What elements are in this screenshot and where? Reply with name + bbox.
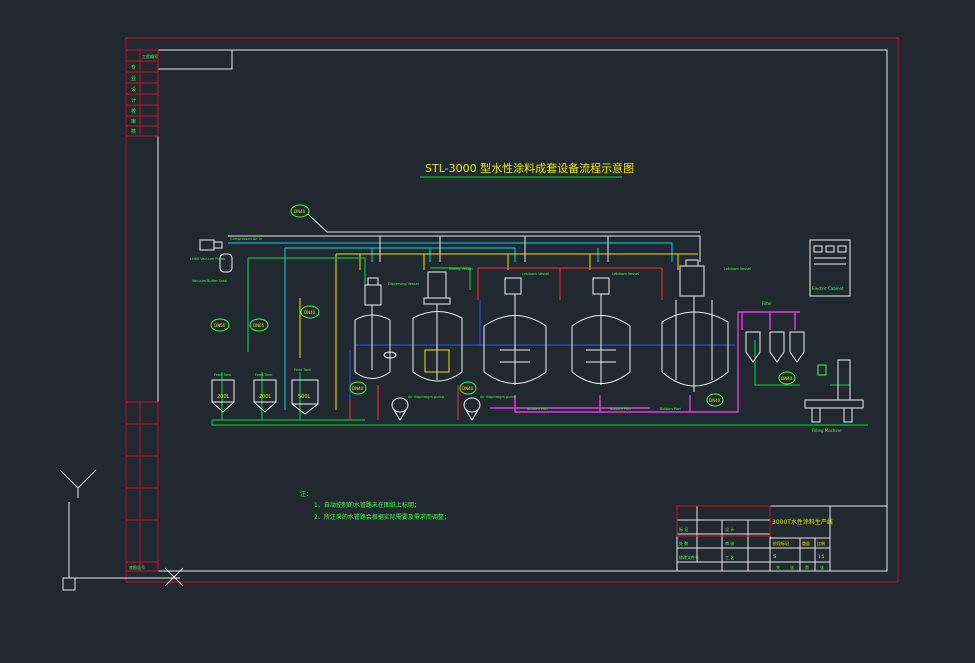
svg-text:Filter: Filter xyxy=(762,301,772,306)
svg-text:Letdown Vessel: Letdown Vessel xyxy=(612,272,639,276)
letdown-vessel-3: Letdown Vessel xyxy=(661,259,751,392)
notes-line-1: 1、自动控制的水管路未在图纸上标明； xyxy=(314,501,420,509)
vacuum-pump: LH60 Vacuum Pump xyxy=(190,239,226,261)
pipes-magenta xyxy=(490,311,800,413)
title-block-scale-1: 1:5 xyxy=(818,554,825,559)
letdown-vessel-2: Letdown Vessel xyxy=(571,272,639,385)
pipes-red xyxy=(349,267,663,420)
mixing-vessel: Mixing Vessel xyxy=(412,267,473,382)
dn-tag-dn50: DN50 xyxy=(210,318,230,332)
title-block-sheet-2: 第 xyxy=(805,564,809,570)
diaphragm-pump-2: Air diaphragm pump xyxy=(463,395,517,421)
electric-cabinet: Electric Cabinet xyxy=(809,239,851,297)
svg-text:200L: 200L xyxy=(259,394,272,400)
dn-tag-dn65: DN65 xyxy=(249,318,269,332)
svg-text:Letdown Vessel: Letdown Vessel xyxy=(724,267,751,271)
svg-text:Mixing Vessel: Mixing Vessel xyxy=(449,267,473,271)
svg-text:DN40: DN40 xyxy=(352,386,364,391)
compressed-air-label: Compressed Air In xyxy=(230,237,262,241)
svg-text:Air diaphragm pump: Air diaphragm pump xyxy=(408,395,445,399)
dn-tag-dn40-3: DN40 xyxy=(349,381,367,395)
title-block-project: 3000T水性涂料生产线 xyxy=(772,518,833,526)
svg-text:DN40: DN40 xyxy=(462,386,474,391)
side-strip-label-1: 专 xyxy=(131,64,136,71)
filling-machine: Filling Machine xyxy=(804,359,864,433)
pipes-white xyxy=(228,231,701,262)
title-block-mid-2: 工 艺 xyxy=(725,555,734,560)
title-block-mid-1: 审 核 xyxy=(725,540,734,546)
pipes-green xyxy=(211,257,868,426)
bottom-port-3: Bottom Port xyxy=(660,407,682,411)
side-strip-label-4: 计 xyxy=(131,97,136,104)
ucs-axis-icon xyxy=(59,469,184,591)
svg-text:Dispersing Vessel: Dispersing Vessel xyxy=(388,282,419,286)
side-strip-label-6: 审 xyxy=(131,118,136,125)
svg-text:DN65: DN65 xyxy=(253,323,265,328)
title-block xyxy=(676,505,888,572)
diaphragm-pump-1: Air diaphragm pump xyxy=(391,395,445,421)
vacuum-buffer-label: Vacuum Buffer Tank xyxy=(192,279,228,283)
svg-text:DN40: DN40 xyxy=(781,376,793,381)
svg-text:DN40: DN40 xyxy=(294,209,306,214)
letdown-vessel-1: Letdown Vessel xyxy=(483,272,549,385)
side-strip-label-0: 工程编号 xyxy=(142,53,158,59)
title-block-scale-0: S xyxy=(773,554,776,560)
svg-text:Electric Cabinet: Electric Cabinet xyxy=(812,286,844,291)
svg-text:Air diaphragm pump: Air diaphragm pump xyxy=(480,395,517,399)
svg-text:DN40: DN40 xyxy=(304,310,316,315)
side-strip-label-2: 业 xyxy=(131,75,136,82)
title-block-red-accent xyxy=(676,505,771,537)
notes-heading: 注： xyxy=(300,490,312,498)
svg-text:Feed Tank: Feed Tank xyxy=(255,373,273,377)
title-block-mid-0: 设 计 xyxy=(725,526,734,532)
outer-red-border xyxy=(125,37,899,583)
feed-tank-2: Feed Tank 200L xyxy=(253,373,277,413)
bottom-port-1: Bottom Port xyxy=(527,407,549,411)
pipes-cyan xyxy=(228,242,673,410)
dn-tag-dn40-1: DN40 xyxy=(290,204,328,233)
dn-tag-dn40-2: DN40 xyxy=(300,305,320,319)
svg-text:DN50: DN50 xyxy=(214,323,226,328)
side-strip-top: 工程编号 专 业 设 计 校 审 核 xyxy=(125,49,159,137)
dispersing-vessel: Dispersing Vessel xyxy=(354,277,419,379)
side-strip-bottom-label: 底图总号 xyxy=(129,564,145,570)
title-block-col-0: 阶段标记 xyxy=(773,540,789,546)
vacuum-pump-label: LH60 Vacuum Pump xyxy=(190,257,226,261)
diagram-title: STL-3000 型水性涂料成套设备流程示意图 xyxy=(425,161,634,175)
dn-tag-dn40-6: DN40 xyxy=(778,371,796,385)
svg-text:Feed Tank: Feed Tank xyxy=(294,368,312,372)
bottom-port-2: Bottom Port xyxy=(610,407,632,411)
title-block-left-1: 处 数 xyxy=(679,540,688,546)
svg-text:Letdown Vessel: Letdown Vessel xyxy=(522,272,549,276)
side-strip-label-3: 设 xyxy=(131,86,136,93)
svg-text:DN40: DN40 xyxy=(709,398,721,403)
title-block-col-2: 比例 xyxy=(817,540,825,546)
pipes-yellow xyxy=(299,253,698,410)
svg-text:500L: 500L xyxy=(298,394,311,400)
dn-tag-dn40-4: DN40 xyxy=(459,381,477,395)
inner-white-frame xyxy=(157,49,888,572)
side-strip-label-5: 校 xyxy=(131,108,136,115)
notes-line-2: 2、所注采的水管路会根据实际需要及需求而调整； xyxy=(314,513,450,521)
pipes-blue xyxy=(349,300,735,400)
feed-tank-1: Feed Tank 200L xyxy=(211,373,235,413)
side-strip-bottom: 底图总号 xyxy=(125,401,159,572)
side-strip-label-7: 核 xyxy=(131,128,136,135)
filters: Filter xyxy=(745,301,805,363)
title-block-sheet-0: 共 xyxy=(776,564,780,570)
feed-tank-3: Feed Tank 500L xyxy=(291,368,319,415)
top-left-stamp-box xyxy=(157,49,233,70)
title-block-left-2: 修改文件号 xyxy=(679,554,699,560)
svg-text:Filling Machine: Filling Machine xyxy=(812,428,842,433)
title-block-sheet-1: 张 xyxy=(790,564,794,570)
title-block-sheet-3: 张 xyxy=(820,564,824,570)
title-block-left-0: 标 记 xyxy=(679,526,688,532)
svg-text:200L: 200L xyxy=(217,394,230,400)
dn-tag-dn40-5: DN40 xyxy=(706,393,724,407)
vacuum-buffer-tank: Vacuum Buffer Tank xyxy=(192,253,233,283)
svg-text:Feed Tank: Feed Tank xyxy=(214,373,232,377)
title-block-col-1: 重量 xyxy=(802,540,810,546)
